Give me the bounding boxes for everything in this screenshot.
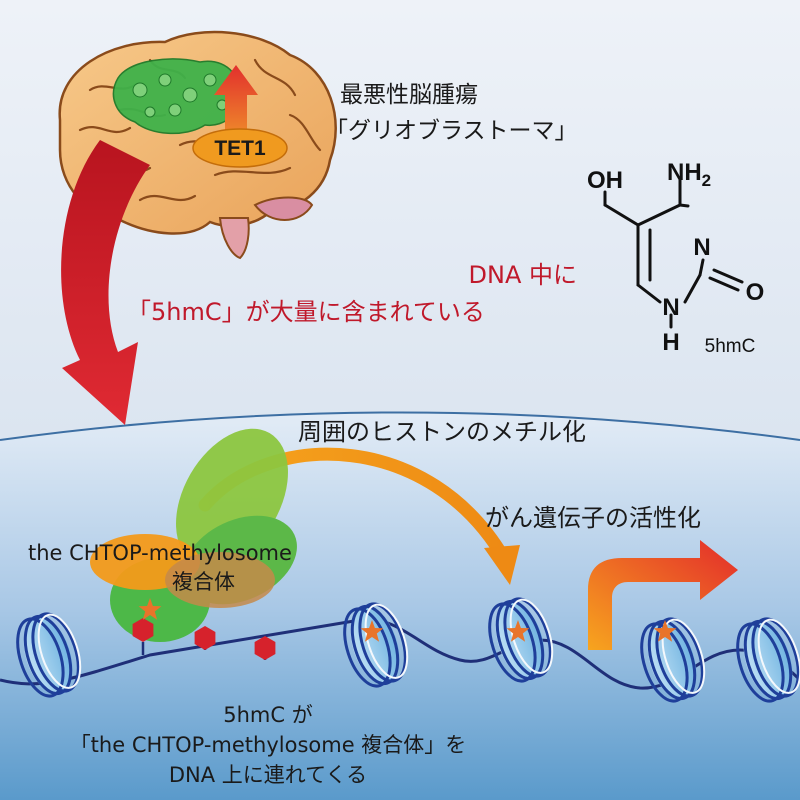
brain-to-cell-arrow [61,140,150,425]
tet1-label: TET1 [214,137,266,160]
dna-note-line1: DNA 中に [469,261,577,289]
hexagon-marker [254,636,276,660]
molecule-nh2: NH2 [667,159,711,190]
recruitment-line3: DNA 上に連れてくる [169,763,367,787]
nucleus-membrane [0,411,800,441]
hexagon-marker [194,626,216,650]
nucleosome [343,602,409,688]
star-icon [138,598,162,620]
glioblastoma-line2: 「グリオブラストーマ」 [325,118,578,144]
histone-methylation-stars [138,598,677,642]
molecule-h-bottom: H [662,329,679,356]
nucleosome [736,617,800,703]
5hmc-molecule [603,178,744,329]
complex-label-line1: the CHTOP-methylosome [28,541,292,565]
hexagon-marker [132,618,154,642]
histone-methylation-label: 周囲のヒストンのメチル化 [298,418,586,446]
oncogene-activation-label: がん遺伝子の活性化 [485,504,701,532]
nucleosomes [16,597,800,703]
glioblastoma-line1: 最悪性脳腫瘍 [340,82,478,108]
nucleosome [640,617,706,703]
molecule-name: 5hmC [705,336,756,357]
star-icon [653,620,677,642]
dna-note-line2: 「5hmC」が大量に含まれている [127,298,485,326]
methylation-arrowhead [484,545,520,585]
recruitment-line1: 5hmC が [223,703,312,727]
molecule-n-bottom: N [662,294,679,321]
5hmc-markers [132,618,276,660]
nucleosome [488,597,554,683]
molecule-o: O [746,279,765,306]
molecule-oh: OH [587,167,623,194]
molecule-n-ring: N [693,234,710,261]
tet1-oval [192,128,288,168]
chtop-methylosome-complex [90,428,297,642]
recruitment-line2: 「the CHTOP-methylosome 複合体」を [70,733,467,757]
nucleosome [16,612,82,698]
complex-label-line2: 複合体 [172,570,235,594]
oncogene-activation-arrow [588,540,738,650]
star-icon [360,620,384,642]
star-icon [506,620,530,642]
